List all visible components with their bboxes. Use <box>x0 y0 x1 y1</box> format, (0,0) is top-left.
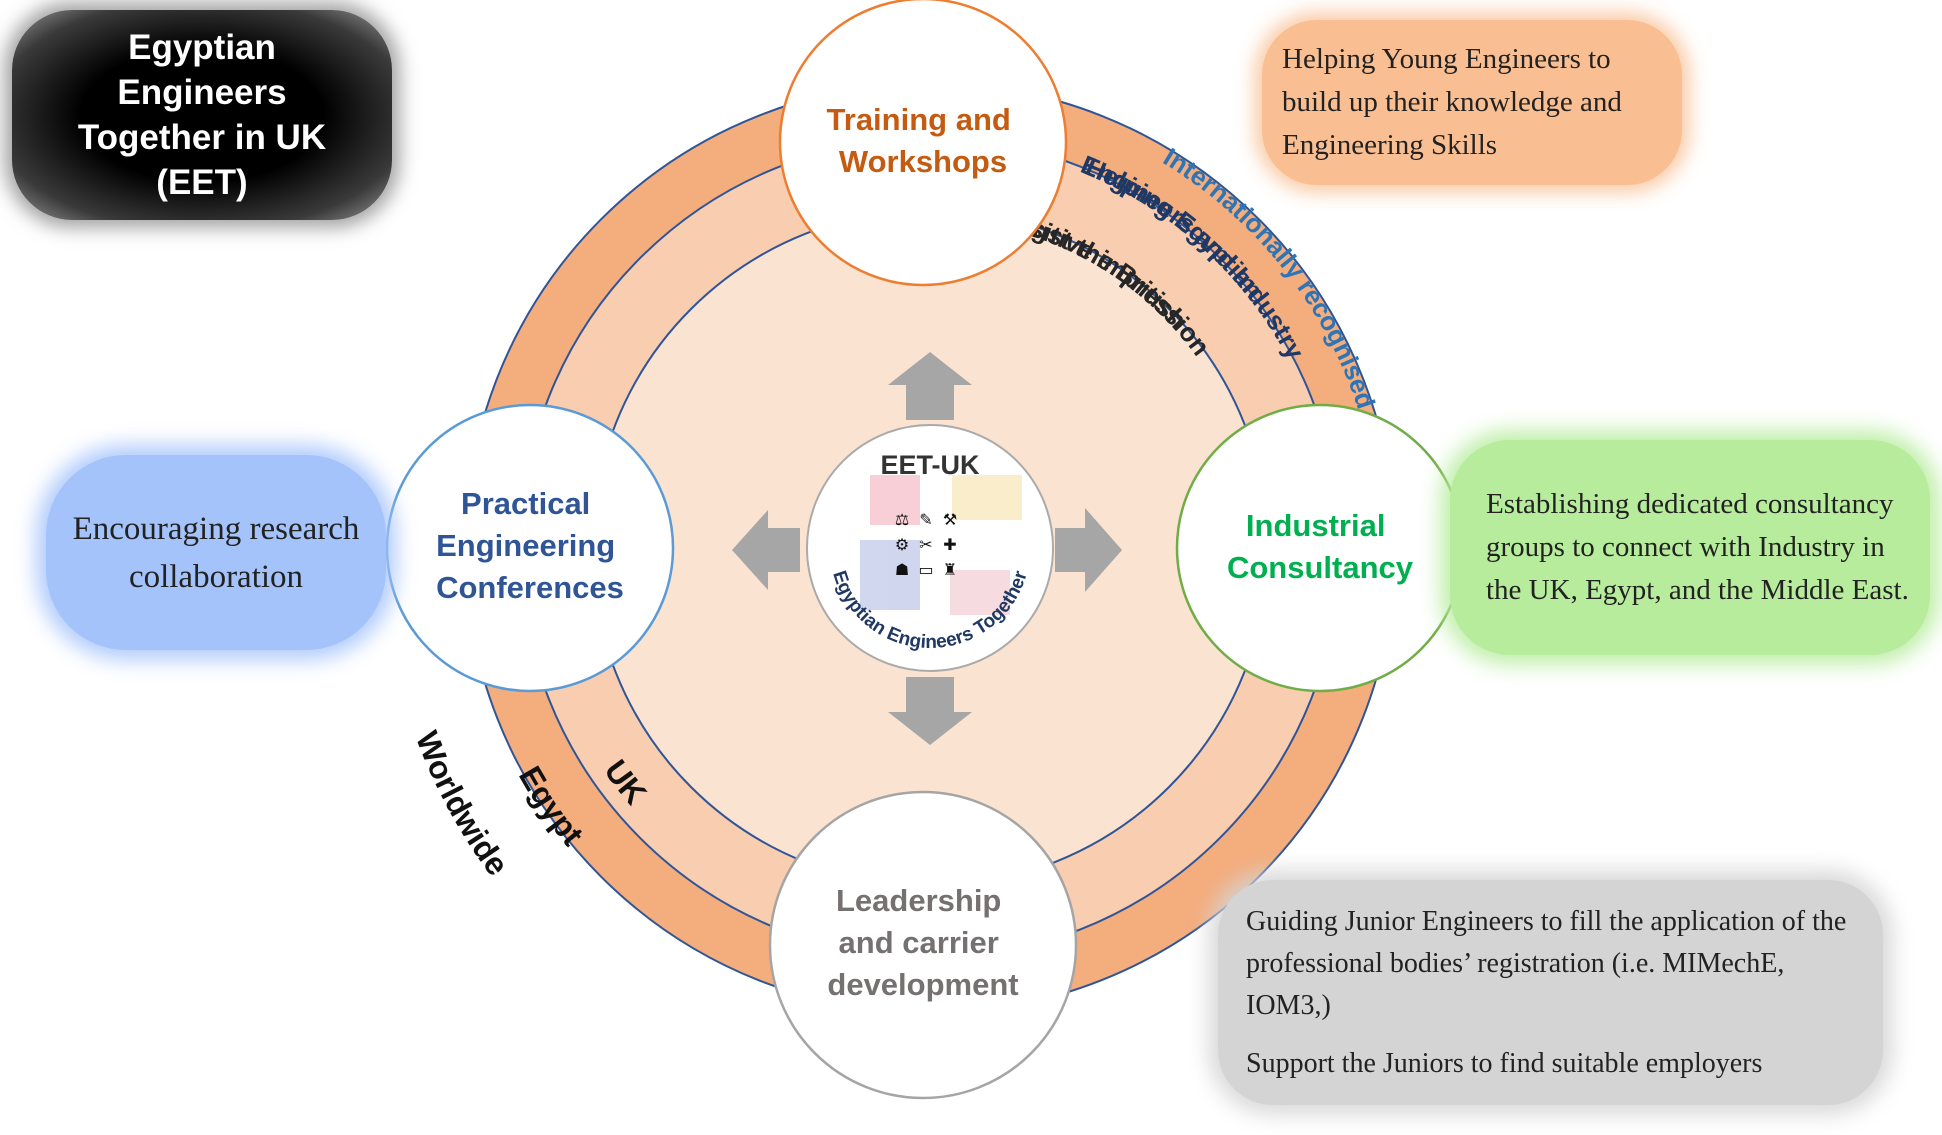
svg-text:Training and Workshops: Training and Workshops <box>827 102 1020 179</box>
node-conferences[interactable]: Practical Engineering Conferences <box>385 403 675 693</box>
pen-icon: ✎ <box>919 510 932 529</box>
laptop-icon: ▭ <box>918 560 933 579</box>
helmet-icon: ☗ <box>895 560 909 579</box>
node-training[interactable]: Training and Workshops <box>778 0 1068 287</box>
node-leadership[interactable]: Leadership and carrier development <box>768 790 1078 1100</box>
arrow-down <box>888 677 972 745</box>
description-leadership: Guiding Junior Engineers to fill the app… <box>1218 880 1883 1105</box>
title-line-1: Egyptian <box>128 28 276 67</box>
title-line-4: (EET) <box>156 163 248 202</box>
gear-icon: ⚙ <box>895 535 909 554</box>
compass-icon: ⚖ <box>895 510 909 529</box>
svg-text:Practical Engineering: Practical Engineering Conferences <box>436 486 624 605</box>
description-training-text: Helping Young Engineers to build up thei… <box>1282 43 1622 161</box>
arrow-up <box>888 352 972 420</box>
hammer-icon: ⚒ <box>943 510 957 529</box>
svg-text:Leadership and carrier: Leadership and carrier development <box>827 883 1018 1002</box>
description-consultancy-text: Establishing dedicated consultancy group… <box>1486 488 1909 606</box>
title-line-3: Together in UK <box>77 118 327 157</box>
description-leadership-text-1: Guiding Junior Engineers to fill the app… <box>1246 905 1847 1021</box>
center-logo: EET-UK ⚖ ✎ ⚒ ⚙ ✂ ✚ ☗ ▭ ♜ Egyptian Engine… <box>806 424 1054 672</box>
wrench-icon: ✂ <box>919 535 932 554</box>
arrow-left <box>732 510 800 590</box>
arrow-right <box>1055 508 1122 592</box>
center-label: EET-UK <box>880 450 980 480</box>
description-leadership-text-2: Support the Juniors to find suitable emp… <box>1246 1047 1763 1079</box>
description-research: Encouraging research collaboration <box>46 455 386 650</box>
description-training: Helping Young Engineers to build up thei… <box>1262 20 1682 185</box>
description-research-text: Encouraging research collaboration <box>72 510 360 595</box>
ruler-icon: ✚ <box>943 535 956 554</box>
svg-text:Industrial Consultancy: Industrial Consultancy <box>1227 508 1414 585</box>
title-line-2: Engineers <box>117 73 287 112</box>
title-badge: Egyptian Engineers Together in UK (EET) <box>12 10 392 220</box>
building-icon: ♜ <box>943 560 957 579</box>
node-consultancy[interactable]: Industrial Consultancy <box>1175 403 1465 693</box>
description-consultancy: Establishing dedicated consultancy group… <box>1450 440 1930 655</box>
ring-label-worldwide: Worldwide <box>409 726 516 882</box>
